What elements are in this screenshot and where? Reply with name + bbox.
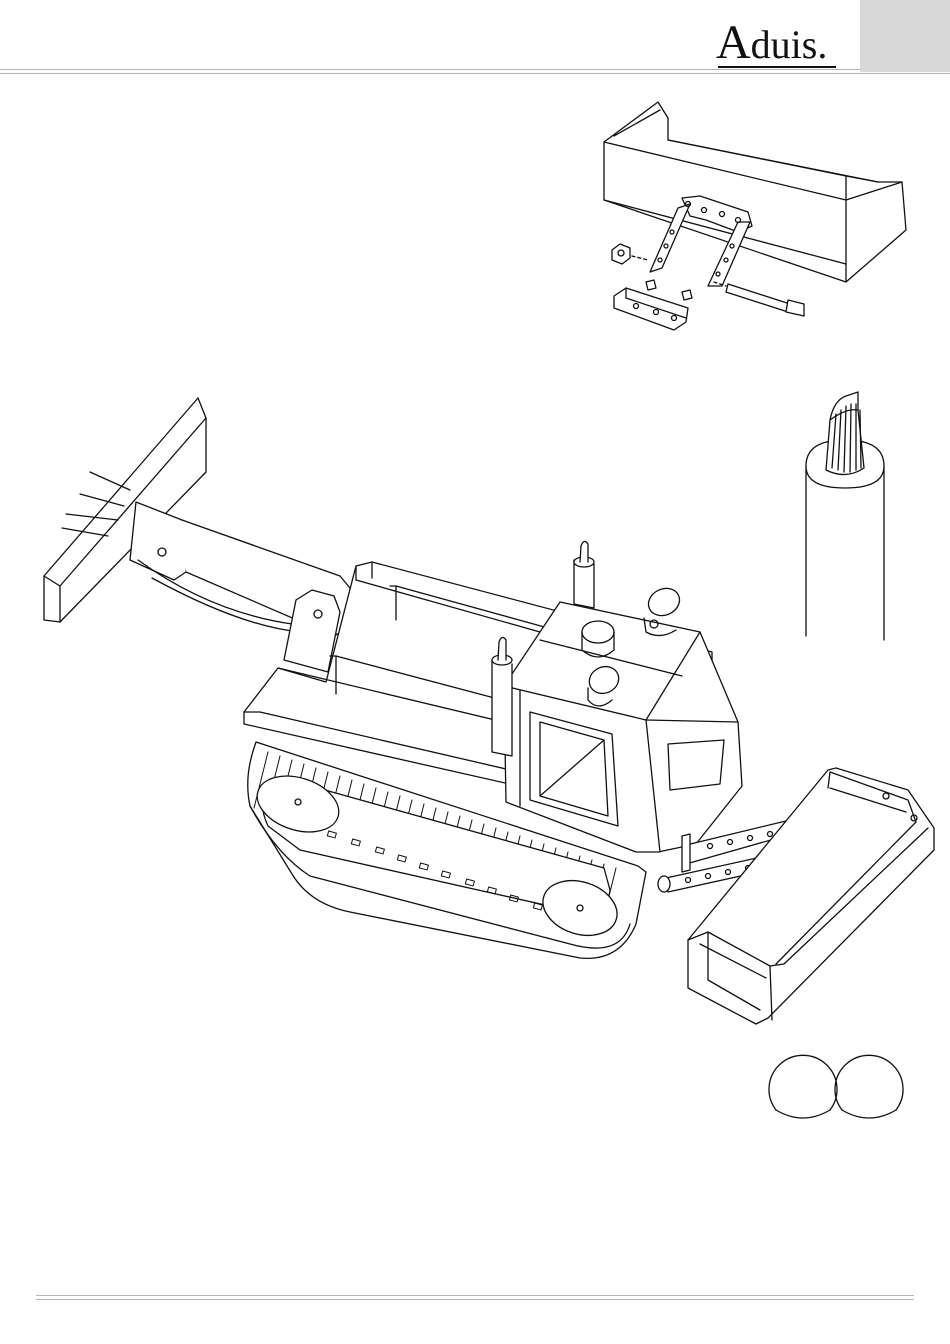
bulldozer-drawing [44, 398, 934, 1024]
bucket-hitch-detail [604, 102, 906, 330]
exhaust-closeup [806, 392, 884, 640]
wheel-discs [769, 1055, 903, 1118]
